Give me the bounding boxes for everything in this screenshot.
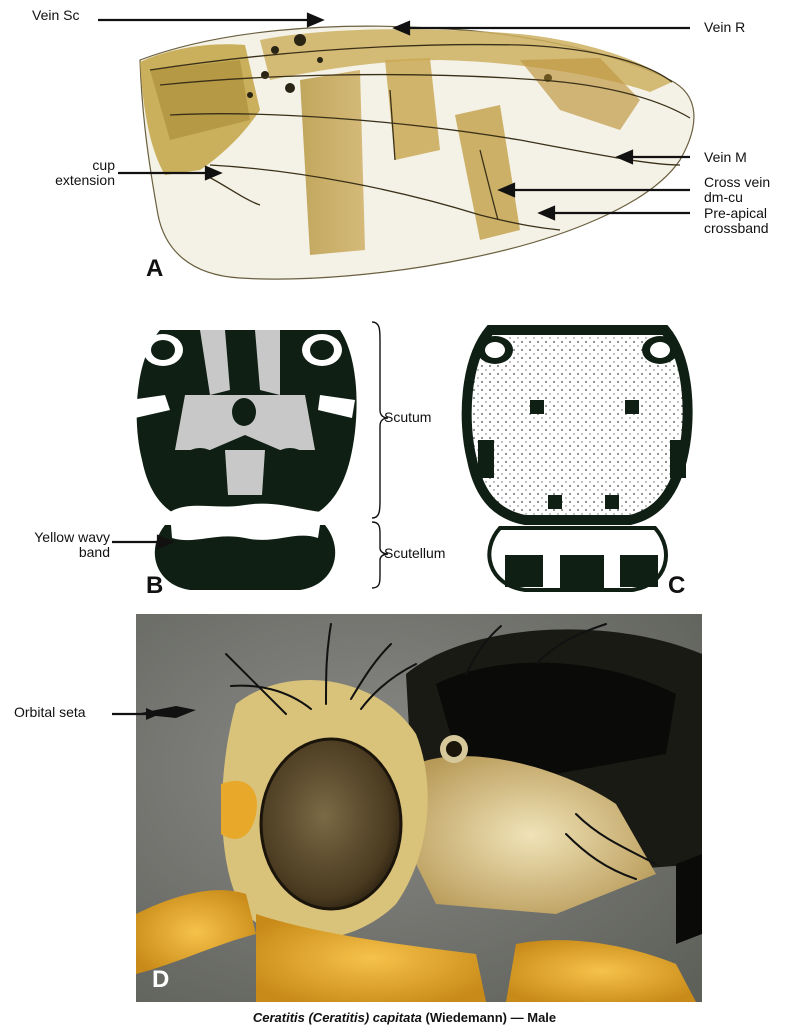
wing-band-basal (300, 70, 365, 255)
panel-letter-c: C (668, 572, 685, 600)
label-vein-sc: Vein Sc (32, 8, 79, 23)
label-vein-r: Vein R (704, 20, 745, 35)
label-pre-apical-line1: Pre-apical (704, 205, 767, 221)
fly-head-photo (136, 614, 702, 1002)
caption-author: (Wiedemann) — Male (422, 1010, 556, 1025)
thorax-c-illustration (0, 300, 809, 600)
label-cup-extension: cup extension (40, 158, 115, 188)
wing-illustration (0, 0, 809, 300)
label-cup-extension-line1: cup (92, 157, 115, 173)
label-cup-extension-line2: extension (55, 172, 115, 188)
label-cross-vein-line1: Cross vein (704, 174, 770, 190)
label-orbital-seta: Orbital seta (14, 705, 86, 720)
caption-species: Ceratitis (Ceratitis) capitata (253, 1010, 422, 1025)
label-pre-apical: Pre-apical crossband (704, 206, 769, 236)
orbital-seta-arrow (110, 704, 170, 724)
panel-letter-a: A (146, 255, 163, 283)
label-vein-m: Vein M (704, 150, 747, 165)
panel-letter-d: D (152, 966, 169, 994)
label-cross-vein: Cross vein dm-cu (704, 175, 770, 205)
label-pre-apical-line2: crossband (704, 220, 769, 236)
label-cross-vein-line2: dm-cu (704, 189, 743, 205)
figure-caption: Ceratitis (Ceratitis) capitata (Wiedeman… (0, 1010, 809, 1025)
compound-eye (261, 739, 401, 909)
